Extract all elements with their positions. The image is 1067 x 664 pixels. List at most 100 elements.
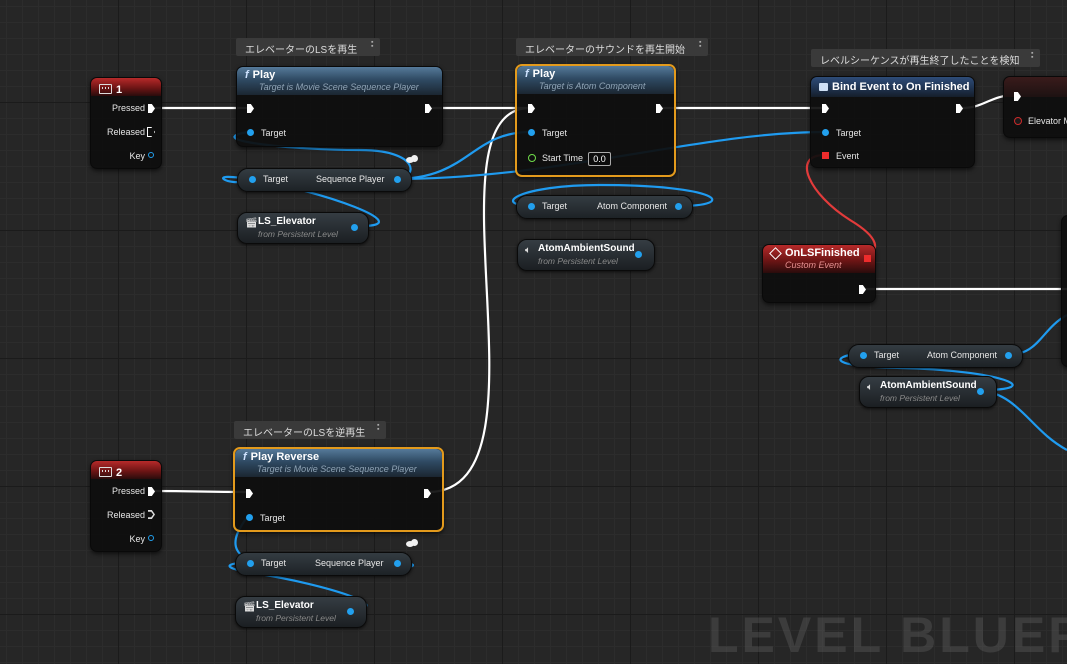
bind-event-node[interactable]: Bind Event to On Finished Target Event xyxy=(810,76,975,168)
sequence-player-getter[interactable]: Target Sequence Player xyxy=(235,552,412,576)
event-delegate-pin[interactable] xyxy=(822,152,829,159)
target-pin[interactable] xyxy=(860,352,867,359)
output-pin[interactable] xyxy=(1005,352,1012,359)
node-title: Bind Event to On Finished xyxy=(832,81,970,93)
node-header: 2 xyxy=(91,461,161,479)
target-pin[interactable] xyxy=(822,129,829,136)
delegate-output-pin[interactable] xyxy=(864,255,871,262)
target-pin-label: Target xyxy=(261,128,287,138)
target-pin[interactable] xyxy=(247,560,254,567)
output-label: Atom Component xyxy=(597,201,668,211)
pin-icon[interactable]: ▪▪ xyxy=(371,39,374,50)
key-pin-label: Key xyxy=(129,151,145,161)
output-pin[interactable] xyxy=(635,251,642,258)
comment-text: エレベーターのLSを逆再生 xyxy=(243,428,366,439)
elevator-pin[interactable] xyxy=(1014,117,1022,125)
custom-event-node[interactable]: OnLSFinished Custom Event xyxy=(762,244,876,303)
exec-in-pin[interactable] xyxy=(1014,92,1021,101)
target-pin-label: Target xyxy=(542,128,568,138)
node-subtitle: Target is Atom Component xyxy=(539,81,646,91)
event-icon xyxy=(769,246,782,260)
pressed-exec-pin[interactable] xyxy=(148,487,155,496)
atom-component-getter[interactable]: Target Atom Component xyxy=(848,344,1023,368)
exec-out-pin[interactable] xyxy=(425,104,432,113)
partial-node[interactable]: Elevator M xyxy=(1003,76,1067,138)
comment-bubble[interactable]: エレベーターのサウンドを再生開始 ▪▪ xyxy=(516,38,708,56)
atom-component-getter[interactable]: Target Atom Component xyxy=(516,195,693,219)
target-pin[interactable] xyxy=(528,203,535,210)
output-label: Atom Component xyxy=(927,350,998,360)
target-pin[interactable] xyxy=(528,129,535,136)
output-pin[interactable] xyxy=(977,388,984,395)
node-subtitle: Target is Movie Scene Sequence Player xyxy=(259,82,419,92)
cloud-icon xyxy=(406,155,418,163)
function-icon: f xyxy=(243,451,247,463)
ls-elevator-reference[interactable]: 🎬︎ LS_Elevator from Persistent Level xyxy=(237,212,369,244)
delegate-wire xyxy=(805,153,877,259)
target-pin[interactable] xyxy=(247,129,254,136)
node-title: Play xyxy=(532,68,556,80)
output-pin[interactable] xyxy=(347,608,354,615)
exec-in-pin[interactable] xyxy=(822,104,829,113)
key-1-event-node[interactable]: 1 Pressed Released Key xyxy=(90,77,162,169)
comment-bubble[interactable]: レベルシーケンスが再生終了したことを検知 ▪▪ xyxy=(811,49,1040,67)
key-2-event-node[interactable]: 2 Pressed Released Key xyxy=(90,460,162,552)
exec-out-pin[interactable] xyxy=(859,285,866,294)
pin-icon[interactable]: ▪▪ xyxy=(1031,50,1034,61)
start-time-label: Start Time xyxy=(542,153,584,163)
exec-out-pin[interactable] xyxy=(656,104,663,113)
variable-source: from Persistent Level xyxy=(256,613,336,623)
exec-in-pin[interactable] xyxy=(528,104,535,113)
output-pin[interactable] xyxy=(394,176,401,183)
pressed-exec-pin[interactable] xyxy=(148,104,155,113)
node-subtitle: Custom Event xyxy=(785,260,842,270)
variable-source: from Persistent Level xyxy=(880,393,960,403)
variable-name: AtomAmbientSound xyxy=(538,243,635,254)
output-label: Sequence Player xyxy=(316,174,385,184)
pin-icon[interactable]: ▪▪ xyxy=(699,39,702,50)
target-pin-label: Target xyxy=(836,128,862,138)
released-exec-pin[interactable] xyxy=(147,127,155,137)
atom-ambient-sound-reference[interactable]: 🔈︎ AtomAmbientSound from Persistent Leve… xyxy=(859,376,997,408)
released-exec-pin[interactable] xyxy=(148,510,155,519)
node-title: 2 xyxy=(116,467,123,479)
node-header: 1 xyxy=(91,78,161,96)
exec-out-pin[interactable] xyxy=(424,489,431,498)
variable-source: from Persistent Level xyxy=(538,256,618,266)
key-pin-label: Key xyxy=(129,534,145,544)
output-pin[interactable] xyxy=(675,203,682,210)
atom-ambient-sound-reference[interactable]: 🔈︎ AtomAmbientSound from Persistent Leve… xyxy=(517,239,655,271)
ls-elevator-reference[interactable]: 🎬︎ LS_Elevator from Persistent Level xyxy=(235,596,367,628)
start-time-input[interactable]: 0.0 xyxy=(588,152,611,166)
clapperboard-icon: 🎬︎ xyxy=(245,218,258,229)
target-pin[interactable] xyxy=(249,176,256,183)
output-pin[interactable] xyxy=(394,560,401,567)
event-pin-label: Event xyxy=(836,151,860,161)
comment-text: レベルシーケンスが再生終了したことを検知 xyxy=(820,56,1020,67)
comment-bubble[interactable]: エレベーターのLSを逆再生 ▪▪ xyxy=(234,421,386,439)
object-wire xyxy=(393,130,532,181)
node-title: OnLSFinished xyxy=(785,247,860,259)
level-blueprint-watermark: LEVEL BLUEPR xyxy=(708,607,1067,663)
sequence-player-getter[interactable]: Target Sequence Player xyxy=(237,168,412,192)
output-pin[interactable] xyxy=(351,224,358,231)
key-output-pin[interactable] xyxy=(148,535,154,541)
comment-bubble[interactable]: エレベーターのLSを再生 ▪▪ xyxy=(236,38,380,56)
exec-in-pin[interactable] xyxy=(246,489,253,498)
exec-in-pin[interactable] xyxy=(247,104,254,113)
object-wire xyxy=(839,353,1014,392)
exec-out-pin[interactable] xyxy=(956,104,963,113)
node-header xyxy=(1004,77,1067,97)
partial-node-right[interactable] xyxy=(1061,215,1067,367)
start-time-pin[interactable] xyxy=(528,154,536,162)
pin-icon[interactable]: ▪▪ xyxy=(377,422,380,433)
output-label: Sequence Player xyxy=(315,558,384,568)
target-pin[interactable] xyxy=(246,514,253,521)
key-output-pin[interactable] xyxy=(148,152,154,158)
variable-source: from Persistent Level xyxy=(258,229,338,239)
